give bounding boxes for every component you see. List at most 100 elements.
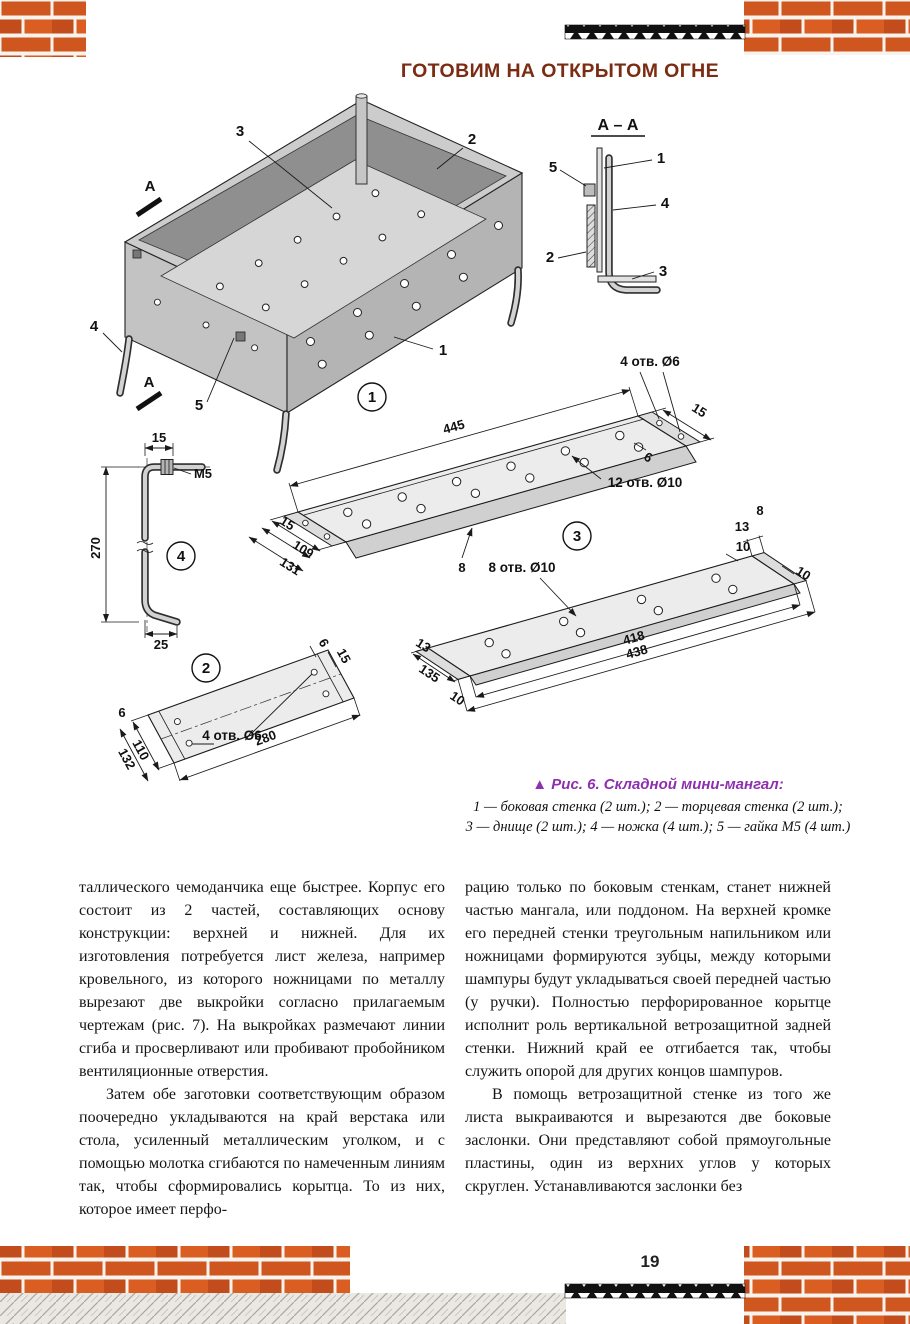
hole — [153, 298, 161, 306]
hole — [728, 584, 738, 595]
hole — [417, 210, 426, 219]
paragraph: таллического чемоданчика еще быстрее. Ко… — [79, 879, 445, 1081]
brick-band-bottom-left — [0, 1246, 350, 1293]
hole — [300, 280, 309, 289]
right-column: рацию только по боковым стенкам, станет … — [465, 876, 831, 1221]
callout-2: 2 — [468, 131, 476, 148]
page-number: 19 — [640, 1252, 660, 1271]
section-view-title: А – А — [598, 117, 639, 134]
hole — [575, 627, 586, 638]
section-letter-a: А — [144, 374, 155, 391]
callout-5: 5 — [549, 159, 557, 176]
dim-10: 10 — [447, 688, 467, 709]
dim-8: 8 — [458, 560, 465, 575]
nut — [235, 331, 246, 342]
hole — [559, 616, 569, 627]
holes-label-12xd10: 12 отв. Ø10 — [608, 475, 683, 490]
hole — [506, 461, 516, 471]
brick-corner-bottom-right — [744, 1246, 910, 1324]
hole — [615, 430, 625, 441]
hole — [353, 308, 362, 317]
caption-legend-line2: 3 — днище (2 шт.); 4 — ножка (4 шт.); 5 … — [465, 819, 851, 835]
callout-3: 3 — [236, 123, 244, 140]
dim-15: 15 — [334, 646, 354, 666]
hole — [371, 189, 380, 198]
dim-10: 10 — [793, 563, 813, 583]
hole — [343, 507, 353, 517]
hole — [458, 272, 468, 282]
hole — [339, 256, 348, 265]
part3-bottom-drawing: 8 отв. Ø10 13 8 10 10 13 418 438 135 10 … — [410, 503, 816, 712]
brick-corner-top-left — [0, 0, 86, 57]
section-mark — [135, 390, 163, 412]
hole — [636, 594, 647, 605]
paragraph: рацию только по боковым стенкам, станет … — [465, 879, 831, 1081]
hole — [494, 221, 503, 230]
dim-109: 109 — [290, 537, 316, 561]
hole — [322, 690, 330, 698]
part-number-circle — [562, 521, 592, 551]
hole — [656, 419, 663, 427]
part-number-1: 1 — [368, 389, 376, 406]
caption-triangle-icon: ▲ — [532, 776, 548, 793]
hole — [302, 519, 309, 527]
hole — [361, 519, 372, 529]
hole — [332, 212, 341, 221]
leg-section — [605, 154, 661, 294]
side-wall-section — [596, 147, 603, 273]
hole — [202, 321, 210, 329]
hole — [261, 303, 270, 312]
hole — [216, 282, 224, 291]
dim-25: 25 — [154, 637, 168, 652]
isometric-assembled-view: А А 3 2 1 4 5 — [90, 93, 524, 474]
paragraph: Затем обе заготовки соответствующим обра… — [79, 1086, 445, 1219]
callout-1: 1 — [439, 342, 447, 359]
hole — [293, 235, 302, 244]
callout-4: 4 — [90, 318, 99, 335]
hole — [306, 337, 315, 346]
dim-280: 280 — [253, 727, 279, 749]
hole — [173, 718, 181, 726]
part-number-2: 2 — [202, 660, 210, 677]
nut-section — [583, 183, 596, 197]
hole — [633, 442, 644, 452]
nut — [132, 249, 142, 259]
dim-445: 445 — [441, 416, 466, 436]
hole — [251, 344, 259, 352]
part-number-3: 3 — [573, 528, 581, 545]
hole — [525, 473, 535, 483]
hole — [378, 233, 387, 242]
caption-legend-line1: 1 — боковая стенка (2 шт.); 2 — торцевая… — [473, 799, 843, 815]
hole — [470, 488, 481, 498]
hole — [501, 649, 511, 659]
hole — [185, 739, 193, 747]
callout-1: 1 — [657, 150, 665, 167]
bottom-section — [597, 275, 657, 283]
hole — [317, 359, 327, 369]
dim-270: 270 — [88, 537, 103, 559]
body-text: таллического чемоданчика еще быстрее. Ко… — [79, 876, 832, 1221]
part-number-circle — [357, 382, 387, 412]
page-title: ГОТОВИМ НА ОТКРЫТОМ ОГНЕ — [400, 60, 720, 82]
hole — [310, 668, 318, 676]
hole — [364, 330, 374, 340]
holes-label-4xd6: 4 отв. Ø6 — [620, 354, 680, 369]
dim-15: 15 — [689, 400, 709, 420]
figure-caption: ▲ Рис. 6. Складной мини-мангал: 1 — боко… — [458, 776, 858, 837]
callout-3: 3 — [659, 263, 667, 280]
hole — [397, 492, 407, 502]
part1-side-wall-drawing: 445 4 отв. Ø6 15 6 12 отв. Ø10 15 109 13… — [248, 354, 715, 578]
caption-title: Рис. 6. Складной мини-мангал: — [551, 776, 784, 793]
part-number-circle — [166, 541, 196, 571]
stone-hatch-strip — [0, 1293, 566, 1324]
callout-2: 2 — [546, 249, 554, 266]
hole — [484, 637, 494, 648]
ruler-strip-top — [564, 24, 746, 40]
dim-15: 15 — [152, 430, 166, 445]
dim-13: 13 — [413, 635, 433, 655]
brick-corner-top-right — [744, 0, 910, 55]
paragraph: В помощь ветрозащитной стенке из того же… — [465, 1086, 831, 1196]
hole — [560, 446, 571, 456]
